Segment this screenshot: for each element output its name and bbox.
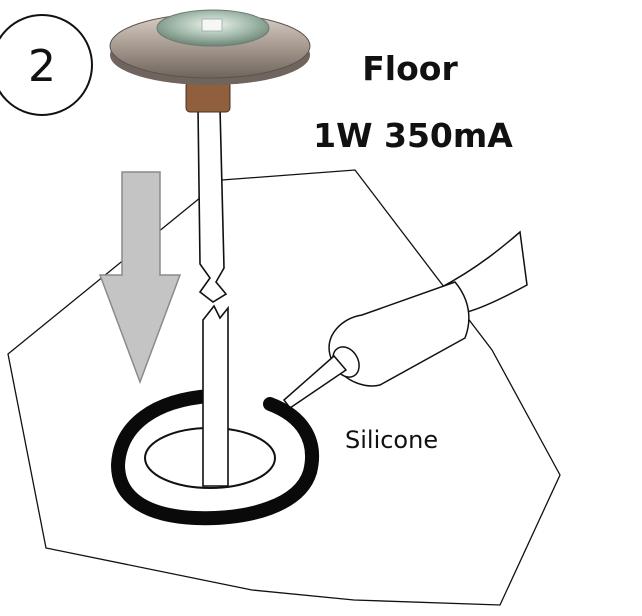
silicone-tube-icon <box>282 230 528 410</box>
silicone-label: Silicone <box>345 426 438 454</box>
silicone-bead <box>111 389 319 526</box>
cable <box>197 107 229 487</box>
led-floor-light-icon <box>109 9 311 113</box>
title-line-2: 1W 350mA <box>313 116 513 155</box>
step-badge <box>0 14 93 116</box>
floor-outline <box>7 169 561 606</box>
title-line-1: Floor <box>362 49 458 88</box>
down-arrow-icon <box>98 171 182 385</box>
step-number: 2 <box>28 41 56 92</box>
